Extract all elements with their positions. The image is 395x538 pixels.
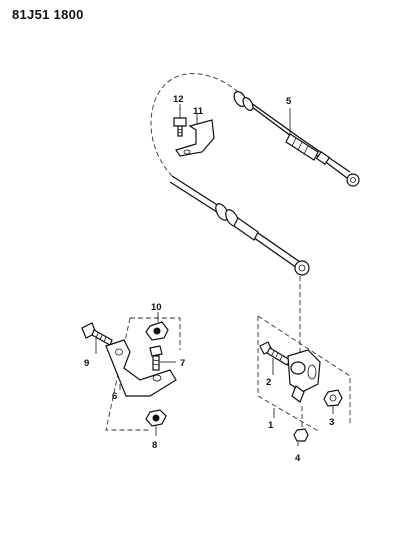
callout-5: 5 (286, 96, 292, 107)
callout-9: 9 (84, 358, 89, 369)
bracket-bolt (81, 322, 113, 346)
bracket-nut-top (145, 321, 169, 341)
cable-bolt (173, 108, 187, 137)
left-bracket-group (81, 317, 181, 431)
shift-cable-assembly (150, 73, 360, 360)
callout-4: 4 (295, 453, 301, 464)
lever-bolt (259, 341, 291, 366)
callout-2: 2 (266, 377, 271, 388)
lever-bottom-nut (293, 406, 309, 442)
callout-10: 10 (151, 302, 162, 313)
cable-clip-bracket (175, 118, 215, 157)
shift-bracket (105, 339, 177, 397)
callout-3: 3 (329, 417, 334, 428)
cable-upper-run (233, 91, 360, 187)
lever-boundary-dashed (257, 315, 351, 433)
shift-lever (287, 349, 321, 403)
lever-nut (323, 389, 343, 407)
bracket-boundary-dashed (105, 317, 181, 431)
right-lever-group (257, 315, 351, 442)
cable-loop-dashed (150, 73, 239, 177)
callout-6: 6 (112, 391, 117, 402)
bracket-nut-bottom (145, 409, 167, 427)
diagram-code: 81J51 1800 (12, 7, 84, 22)
cable-lower-run (169, 175, 310, 276)
leader-lines (95, 104, 334, 446)
callouts: 12 11 5 10 9 7 6 8 2 1 3 4 (84, 94, 334, 464)
callout-8: 8 (152, 440, 157, 451)
callout-12: 12 (173, 94, 184, 105)
callout-11: 11 (193, 106, 204, 117)
bracket-stud-bolt (149, 345, 163, 371)
callout-7: 7 (180, 358, 185, 369)
callout-1: 1 (268, 420, 274, 431)
